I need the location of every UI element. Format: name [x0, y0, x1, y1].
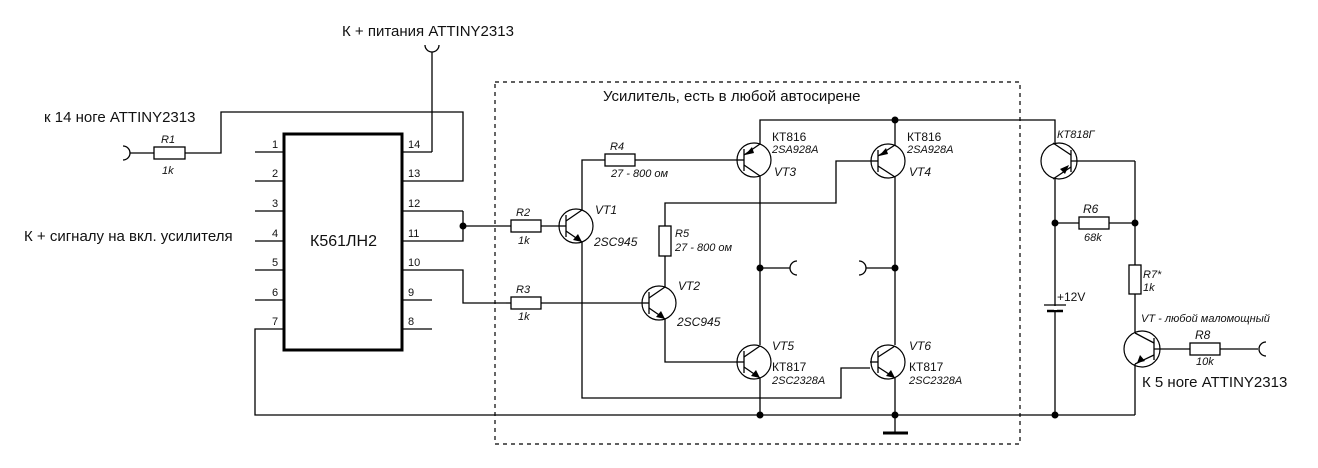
pin-10: 10: [408, 257, 420, 269]
vt5-alt: 2SC2328A: [771, 375, 825, 387]
vt6-part: КТ817: [909, 360, 944, 374]
r6-name: R6: [1083, 202, 1099, 216]
pin-4: 4: [272, 228, 278, 240]
r2-name: R2: [516, 207, 530, 219]
battery-label: +12V: [1057, 290, 1085, 304]
r1-name: R1: [161, 134, 175, 146]
vt6-name: VT6: [909, 339, 931, 353]
r3-value: 1k: [518, 311, 530, 323]
r8-value: 10k: [1196, 356, 1214, 368]
junction: [1051, 411, 1059, 419]
transistor-vt3: [736, 142, 772, 178]
pin-8: 8: [408, 316, 414, 328]
r4-name: R4: [610, 141, 624, 153]
r4-value: 27 - 800 ом: [610, 168, 669, 180]
vt6-alt: 2SC2328A: [908, 375, 962, 387]
pin-2: 2: [272, 168, 278, 180]
wire: [664, 319, 736, 363]
pin5-connector-icon: [1258, 341, 1267, 357]
wire-top-rail: [759, 119, 1056, 144]
transistor-vt4: [870, 143, 906, 179]
resistor-r3: [510, 296, 542, 310]
wire: [664, 160, 870, 226]
wire: [581, 159, 605, 210]
pin-6: 6: [272, 287, 278, 299]
r7-name: R7*: [1143, 269, 1162, 281]
pin-14: 14: [408, 139, 420, 151]
battery-gap: [1054, 306, 1057, 310]
r3-name: R3: [516, 284, 531, 296]
amp-signal-label: К + сигналу на вкл. усилителя: [24, 228, 233, 245]
wire-r1-pin13: [185, 111, 464, 182]
r2-value: 1k: [518, 235, 530, 247]
amplifier-box-title: Усилитель, есть в любой автосирене: [603, 88, 861, 105]
r6-value: 68k: [1084, 232, 1102, 244]
pin-7: 7: [272, 316, 278, 328]
transistor-vt5: [736, 344, 772, 380]
vt2-name: VT2: [678, 279, 700, 293]
transistor-vt-small: [1123, 330, 1190, 368]
pin-1: 1: [272, 139, 278, 151]
resistor-r2: [510, 219, 542, 233]
resistor-r1: [153, 146, 186, 160]
resistor-r6: [1078, 216, 1110, 230]
vt2-part: 2SC945: [676, 315, 721, 329]
pin14-attiny-label: к 14 ноге ATTINY2313: [44, 109, 195, 126]
wire: [581, 242, 870, 399]
pin-11: 11: [408, 228, 419, 240]
vt4-part: КТ816: [907, 130, 942, 144]
pin-13: 13: [408, 168, 420, 180]
power-connector-icon: [424, 44, 440, 53]
vt5-part: КТ817: [772, 360, 807, 374]
vt5-name: VT5: [772, 339, 794, 353]
vt-any-label: VT - любой маломощный: [1141, 313, 1270, 325]
vt7-part: КТ818Г: [1057, 129, 1096, 141]
pin-3: 3: [272, 198, 278, 210]
vt3-name: VT3: [774, 165, 796, 179]
speaker-connector-left-icon: [789, 260, 798, 276]
resistor-r5: [658, 225, 672, 257]
r7-value: 1k: [1143, 282, 1155, 294]
pin-5: 5: [272, 257, 278, 269]
r5-name: R5: [675, 228, 690, 240]
ic-right-pins: [402, 151, 506, 330]
vt1-part: 2SC945: [593, 235, 638, 249]
resistor-r8: [1189, 342, 1221, 356]
vt3-part: КТ816: [772, 130, 807, 144]
ic-left-pins: [254, 151, 1135, 416]
vt3-alt: 2SA928A: [771, 144, 818, 156]
r1-value: 1k: [162, 165, 174, 177]
ic-k561ln2: [282, 132, 404, 352]
junction: [756, 411, 764, 419]
r8-name: R8: [1195, 328, 1211, 342]
speaker-connector-right-icon: [858, 260, 867, 276]
vt4-alt: 2SA928A: [906, 144, 953, 156]
vt1-name: VT1: [595, 203, 617, 217]
transistor-vt7: [1040, 142, 1135, 180]
r5-value: 27 - 800 ом: [674, 242, 733, 254]
pin-12: 12: [408, 198, 420, 210]
resistor-r4: [604, 153, 636, 167]
transistor-vt6: [870, 344, 906, 380]
junction: [891, 411, 899, 419]
resistor-r7: [1128, 264, 1142, 295]
vt4-name: VT4: [909, 165, 931, 179]
r1-connector-icon: [122, 145, 131, 161]
pin5-attiny-label: К 5 ноге ATTINY2313: [1142, 374, 1287, 391]
transistor-vt1: [558, 208, 594, 244]
power-attiny-label: К + питания ATTINY2313: [342, 23, 514, 40]
pin-9: 9: [408, 287, 414, 299]
ic-name: К561ЛН2: [310, 233, 377, 250]
transistor-vt2: [641, 285, 677, 321]
amplifier-box: [494, 81, 1021, 445]
